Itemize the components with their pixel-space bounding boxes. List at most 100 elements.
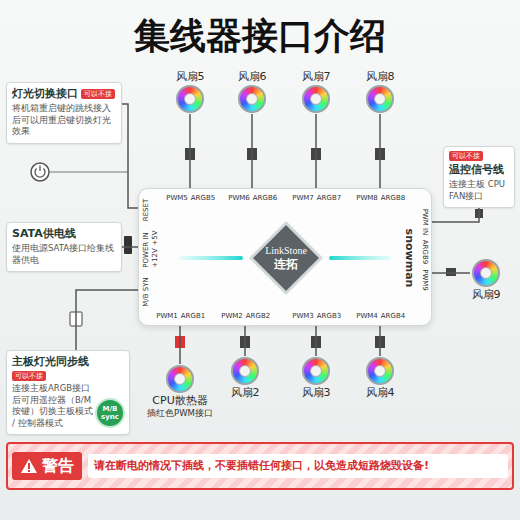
- sata-plug: [124, 236, 132, 254]
- logo-diamond: LinkStone连拓: [248, 220, 324, 296]
- fan-center: [480, 267, 492, 279]
- callout-body: 使用电源SATA接口给集线器供电: [12, 243, 117, 266]
- fan-icon: [176, 85, 204, 113]
- port-label: RESET: [142, 199, 150, 221]
- port-label: PWM5: [166, 194, 188, 202]
- port-label: ARGB3: [317, 312, 341, 320]
- light-strip: [179, 256, 243, 260]
- reset-wire: [49, 171, 128, 172]
- port-label: +5V: [151, 230, 159, 245]
- fan-center: [374, 365, 386, 377]
- logo-text: 连拓: [274, 257, 298, 272]
- cable: [244, 326, 246, 356]
- fan-center: [310, 93, 322, 105]
- warning-text: 请在断电的情况下插线，不要插错任何接口，以免造成短路烧毁设备!: [88, 454, 508, 478]
- fan-label: 风扇2: [231, 386, 260, 400]
- warning-tag: 警告: [12, 452, 82, 480]
- fan-label: 风扇3: [302, 386, 331, 400]
- fan-icon: [302, 85, 330, 113]
- port-label: ARGB2: [246, 312, 270, 320]
- callout-header: 灯光切换接口可以不接: [12, 87, 117, 101]
- fan-icon: [238, 85, 266, 113]
- callout-box: SATA供电线使用电源SATA接口给集线器供电: [6, 222, 122, 272]
- fan-node: CPU散热器插红色PWM接口: [145, 364, 215, 419]
- fan-icon: [166, 365, 194, 393]
- fan-center: [184, 93, 196, 105]
- fan-node: 风扇6: [230, 70, 274, 114]
- fan-center: [239, 365, 251, 377]
- cable: [179, 326, 181, 364]
- fan-node: 风扇2: [225, 356, 265, 400]
- fan-center: [310, 365, 322, 377]
- light-strip: [329, 256, 391, 260]
- fan-label: CPU散热器: [152, 394, 207, 408]
- cable: [315, 326, 317, 356]
- fan-label: 风扇9: [472, 288, 501, 302]
- port-label: +12V: [151, 248, 159, 268]
- cable: [122, 246, 138, 248]
- brand-text: snowman: [403, 229, 416, 288]
- callout-body: 连接主板 CPU FAN接口: [449, 179, 510, 202]
- page-title: 集线器接口介绍: [0, 14, 520, 58]
- hub-body: snowman LinkStone连拓: [138, 188, 432, 326]
- port-label: PWM IN: [421, 209, 429, 236]
- port-label: ARGB1: [181, 312, 205, 320]
- cable: [189, 114, 191, 188]
- fan-icon: [472, 259, 500, 287]
- port-label: PWM2: [221, 312, 243, 320]
- callout-heading: 主板灯光同步线: [12, 355, 89, 369]
- port-label: ARGB7: [317, 194, 341, 202]
- port-label: ARGB6: [253, 194, 277, 202]
- port-label: PWM7: [292, 194, 314, 202]
- port-label: ARGB4: [381, 312, 405, 320]
- fan-node: 风扇9: [470, 258, 502, 302]
- port-label: PWM9: [421, 269, 429, 291]
- logo-text: LinkStone: [265, 245, 307, 257]
- power-symbol: [39, 166, 40, 172]
- callout-header: SATA供电线: [12, 227, 117, 241]
- fan-icon: [231, 357, 259, 385]
- power-button-icon: [31, 163, 49, 181]
- fan-note: 插红色PWM接口: [147, 408, 213, 419]
- logo-text-box: LinkStone连拓: [248, 220, 324, 296]
- cable: [251, 114, 253, 188]
- fan-label: 风扇6: [238, 70, 267, 84]
- fan-icon: [302, 357, 330, 385]
- callout-box: 灯光切换接口可以不接将机箱重启键的跳线接入后可以用重启键切换灯光效果: [6, 82, 122, 144]
- fan-node: 风扇7: [294, 70, 338, 114]
- fan-node: 风扇4: [360, 356, 400, 400]
- port-label: ARGB8: [381, 194, 405, 202]
- port-label: PWM6: [228, 194, 250, 202]
- fan-node: 风扇8: [358, 70, 402, 114]
- warning-mark: [28, 463, 30, 469]
- port-label: M/B SYN: [142, 277, 150, 306]
- callout-box: 可以不接温控信号线连接主板 CPU FAN接口: [443, 146, 515, 208]
- sync-badge: M/B sync: [95, 398, 125, 428]
- fan-node: 风扇5: [168, 70, 212, 114]
- cable: [432, 208, 479, 222]
- fan-node: 风扇3: [296, 356, 336, 400]
- port-label: POWER IN: [142, 232, 150, 267]
- callout-heading: 灯光切换接口: [12, 87, 78, 101]
- fan-label: 风扇4: [366, 386, 395, 400]
- warning-bar: 警告请在断电的情况下插线，不要插错任何接口，以免造成短路烧毁设备!: [6, 442, 514, 490]
- optional-badge: 可以不接: [449, 151, 483, 161]
- fan-label: 风扇7: [302, 70, 331, 84]
- callout-heading: 温控信号线: [449, 163, 504, 177]
- warning-triangle: [21, 459, 37, 473]
- fan-center: [374, 93, 386, 105]
- cable: [122, 104, 138, 208]
- cable: [379, 326, 381, 356]
- port-label: ARGB5: [191, 194, 215, 202]
- cable: [432, 272, 470, 274]
- cable: [379, 114, 381, 188]
- warning-icon: [20, 458, 38, 474]
- fan-icon: [366, 85, 394, 113]
- warning-mark: [28, 470, 30, 472]
- port-label: PWM8: [356, 194, 378, 202]
- port-label: PWM3: [292, 312, 314, 320]
- fan-label: 风扇8: [366, 70, 395, 84]
- optional-badge: 可以不接: [81, 89, 115, 99]
- optional-badge: 可以不接: [12, 371, 46, 381]
- cable: [315, 114, 317, 188]
